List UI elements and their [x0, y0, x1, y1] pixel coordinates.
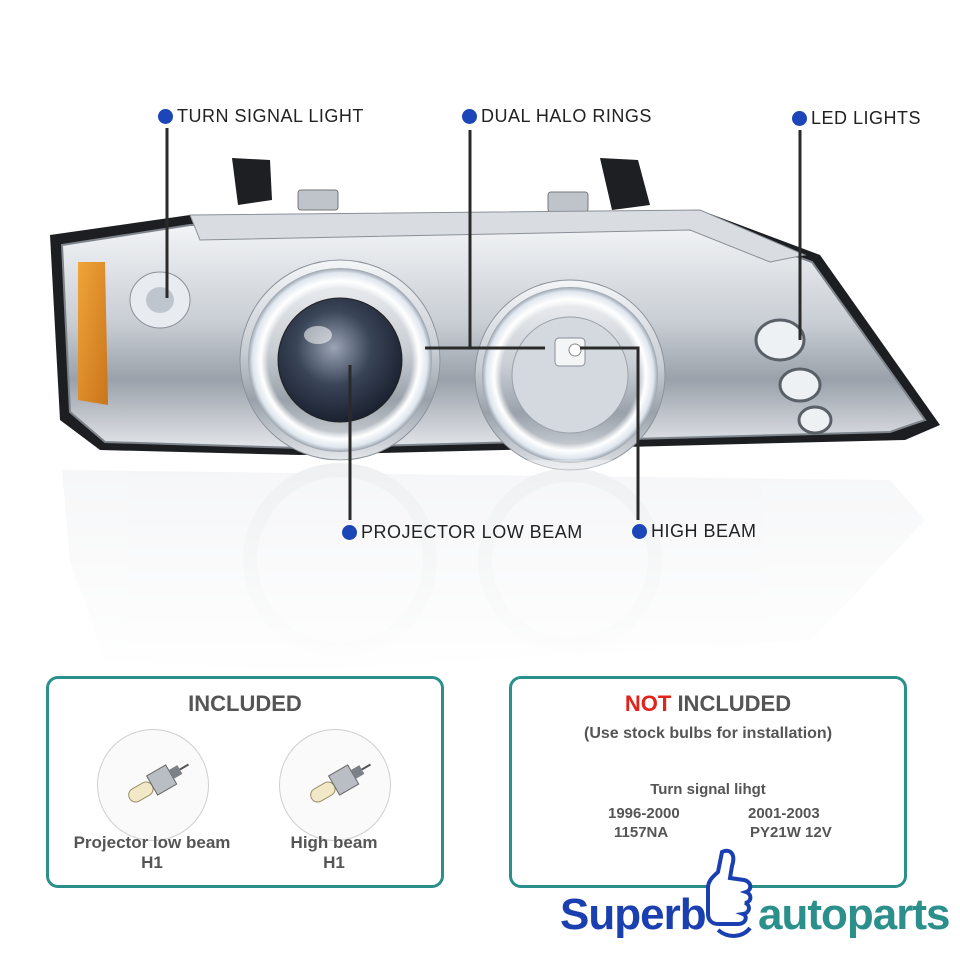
year-range-2: 2001-2003 — [748, 805, 820, 822]
included-panel: INCLUDED Projector low beam H1 High beam — [46, 676, 444, 888]
turn-signal-section-label: Turn signal lihgt — [650, 781, 766, 798]
callout-projector-low-beam: PROJECTOR LOW BEAM — [342, 522, 583, 543]
amber-reflector — [78, 262, 108, 405]
headlight-illustration — [0, 128, 960, 680]
bulb-image-low-beam — [97, 729, 209, 841]
callout-label: DUAL HALO RINGS — [481, 106, 652, 126]
bulb-name: Projector low beam — [73, 833, 231, 852]
callout-dual-halo: DUAL HALO RINGS — [462, 106, 652, 127]
callout-dot — [158, 109, 173, 124]
bulb-image-high-beam — [279, 729, 391, 841]
bulb-type: H1 — [323, 853, 345, 872]
callout-label: HIGH BEAM — [651, 521, 757, 541]
callout-dot — [632, 524, 647, 539]
not-word: NOT — [624, 691, 672, 716]
callout-dot — [342, 525, 357, 540]
bulb-type: H1 — [141, 853, 163, 872]
included-word: INCLUDED — [671, 691, 792, 716]
not-included-panel: NOT INCLUDED (Use stock bulbs for instal… — [509, 676, 907, 888]
year-range-1: 1996-2000 — [608, 805, 680, 822]
callout-high-beam: HIGH BEAM — [632, 521, 757, 542]
brand-logo[interactable]: Superb autoparts — [560, 848, 950, 952]
callout-dot — [462, 109, 477, 124]
callout-dot — [792, 111, 807, 126]
thumbs-up-icon — [706, 848, 753, 938]
projector-lens — [277, 297, 403, 423]
bulb-label-high-beam: High beam H1 — [249, 833, 419, 873]
not-included-title: NOT INCLUDED — [512, 691, 904, 717]
included-title: INCLUDED — [188, 691, 302, 716]
callout-turn-signal: TURN SIGNAL LIGHT — [158, 106, 364, 127]
callout-label: LED LIGHTS — [811, 108, 922, 128]
mount-tab-right — [600, 158, 650, 210]
brand-left: Superb — [560, 890, 707, 939]
bulb-label-low-beam: Projector low beam H1 — [57, 833, 247, 873]
callout-led-lights: LED LIGHTS — [792, 108, 921, 129]
mount-tab-left — [232, 158, 272, 205]
h1-bulb-icon — [128, 763, 190, 803]
bulb-code-2: PY21W 12V — [750, 824, 832, 841]
brand-right: autoparts — [758, 890, 950, 939]
not-included-subtitle: (Use stock bulbs for installation) — [583, 725, 833, 742]
h1-bulb-icon — [310, 763, 372, 803]
callout-label: PROJECTOR LOW BEAM — [361, 522, 583, 542]
bulb-code-1: 1157NA — [614, 824, 669, 841]
bulb-name: High beam — [290, 833, 378, 852]
callout-label: TURN SIGNAL LIGHT — [177, 106, 364, 126]
